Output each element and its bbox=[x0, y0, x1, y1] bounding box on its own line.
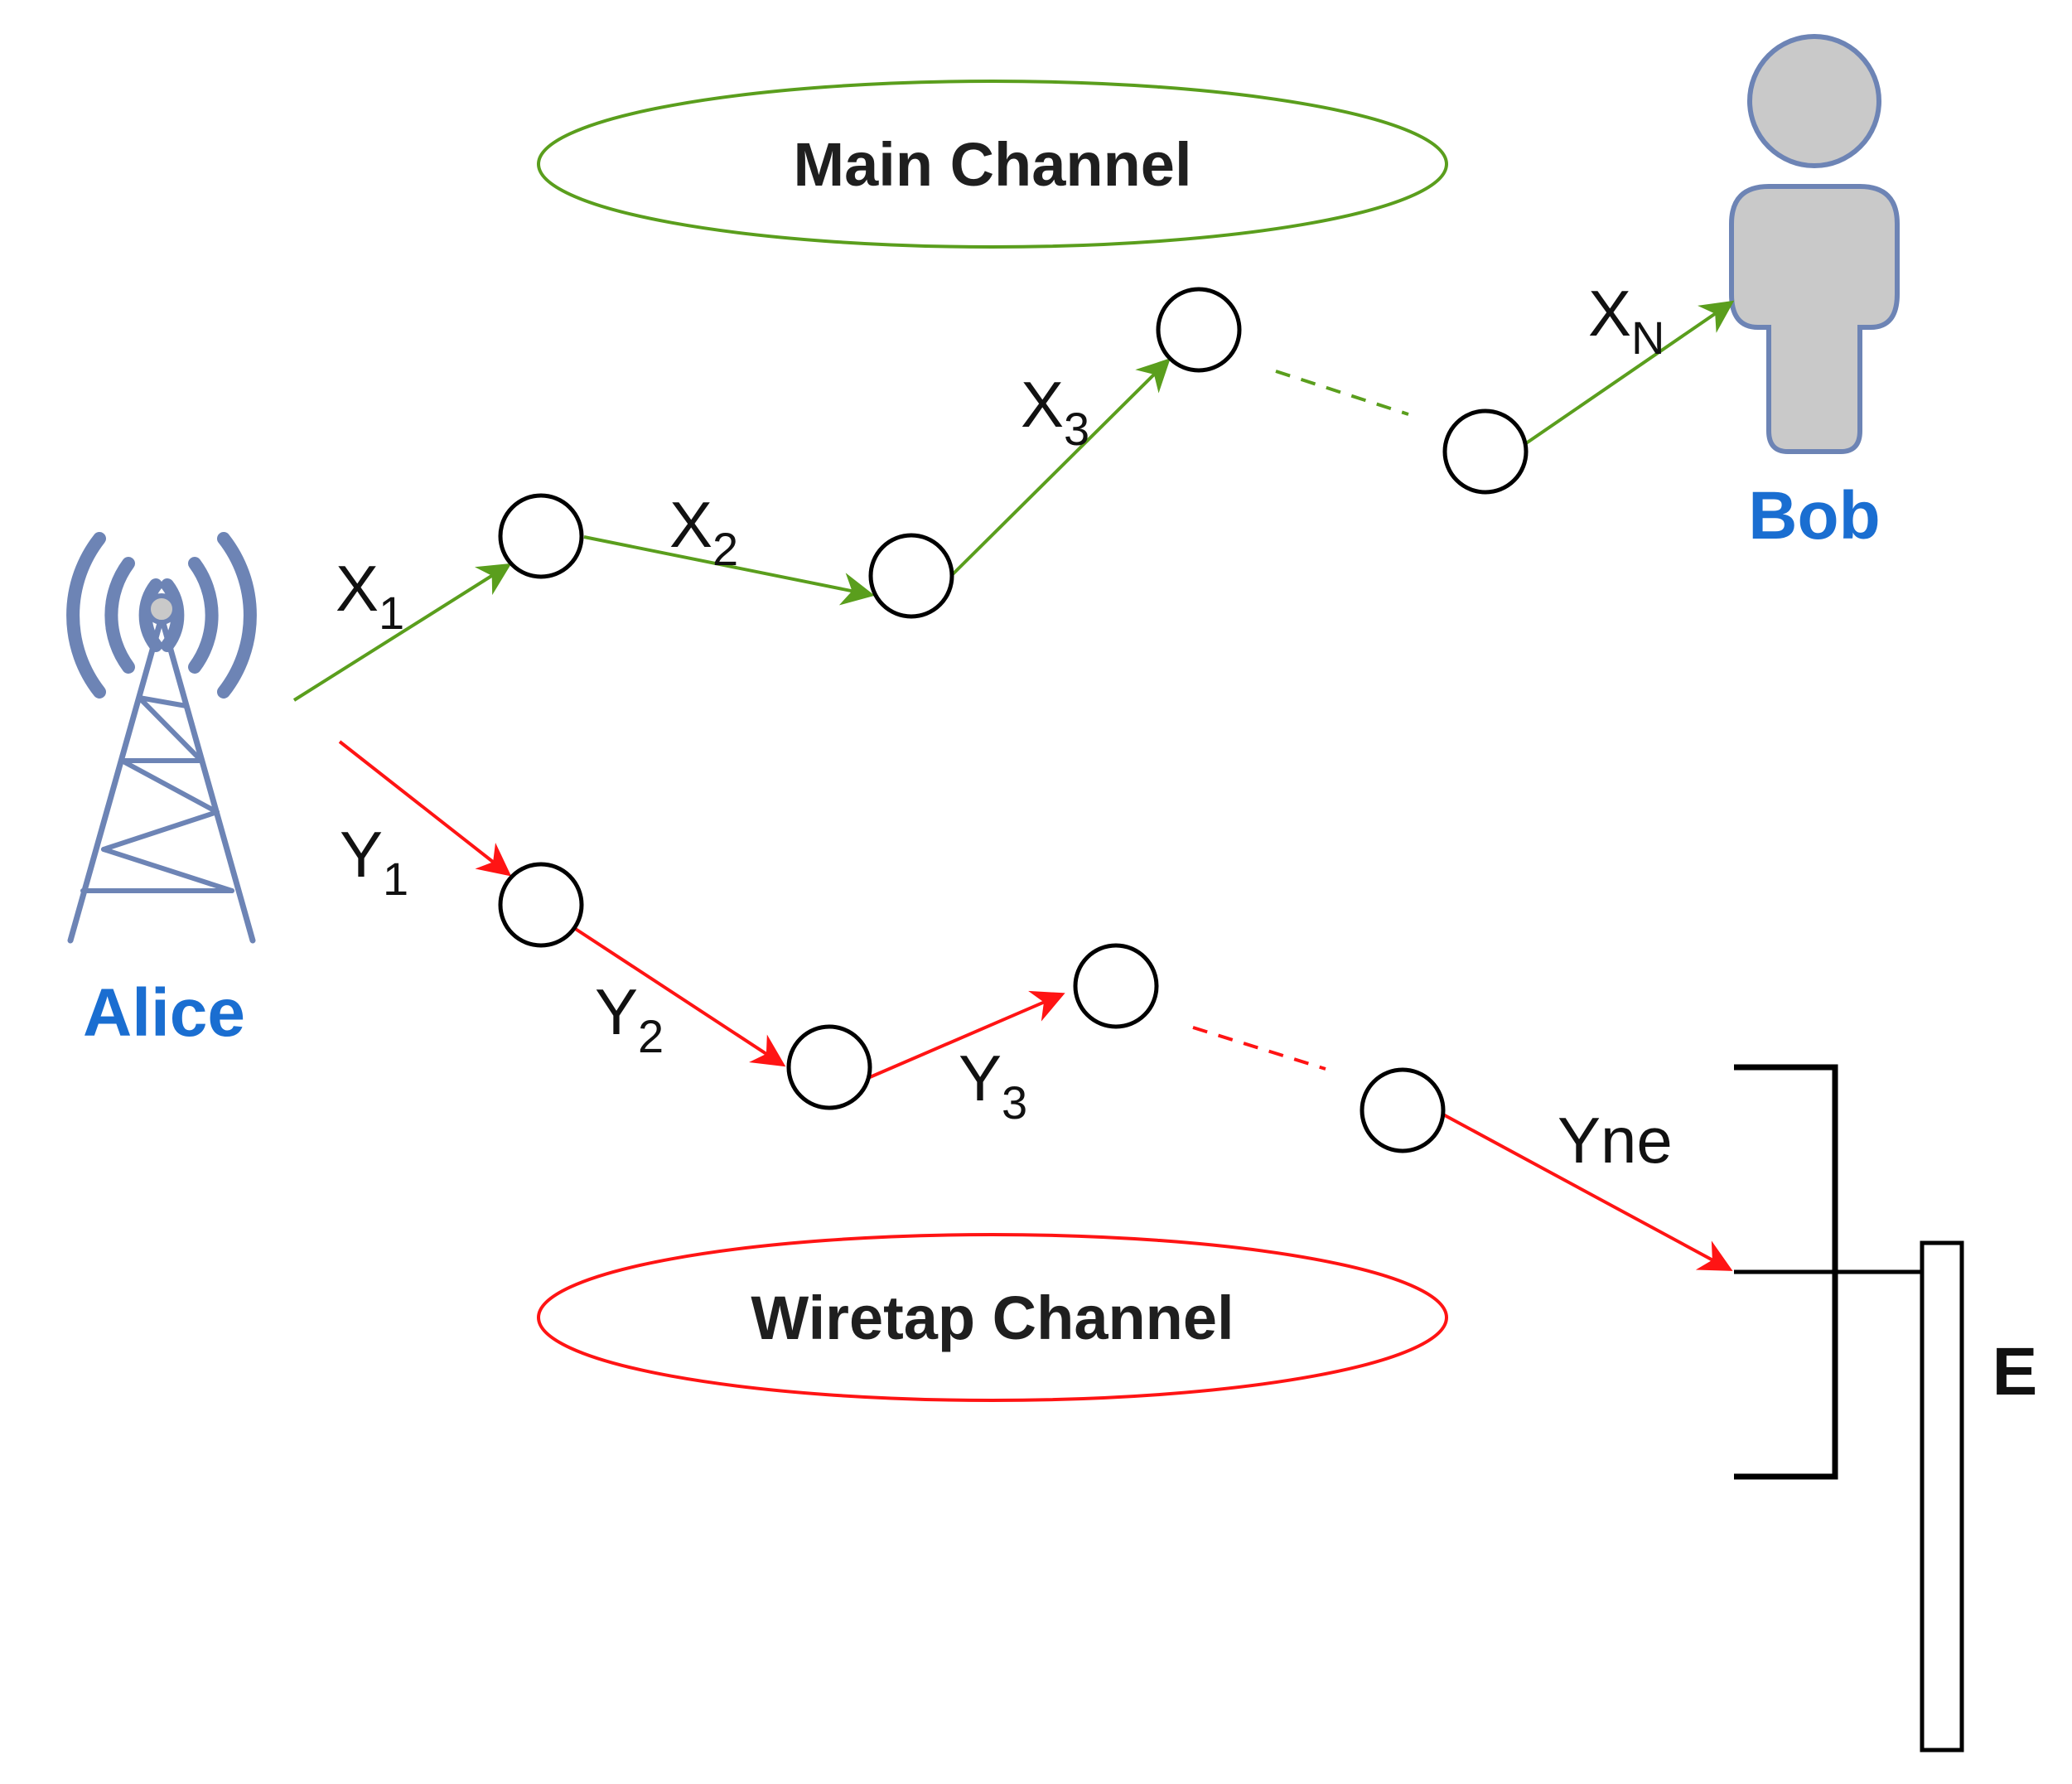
label-y2: Y2 bbox=[595, 975, 664, 1062]
label-x2: X2 bbox=[669, 488, 738, 575]
radio-tower-icon bbox=[66, 532, 257, 944]
wiretap-channel-links bbox=[338, 740, 1733, 1271]
label-base: Y bbox=[959, 1042, 1002, 1114]
link-dashed-wiretap bbox=[1192, 1026, 1326, 1071]
wiretap-channel-ellipse: Wiretap Channel bbox=[537, 1233, 1448, 1402]
relay-node bbox=[1442, 409, 1529, 495]
label-subscript: 1 bbox=[379, 587, 404, 639]
link-x2 bbox=[583, 535, 875, 606]
relay-node bbox=[1156, 287, 1242, 373]
relay-node bbox=[786, 1024, 872, 1110]
label-base: Y bbox=[340, 818, 383, 891]
person-icon bbox=[1729, 34, 1900, 454]
label-subscript: 2 bbox=[712, 523, 738, 575]
link-dashed-main bbox=[1275, 370, 1409, 416]
link-y1 bbox=[338, 740, 512, 877]
link-yne bbox=[1442, 1113, 1733, 1271]
label-base: X bbox=[1021, 368, 1064, 441]
label-y3: Y3 bbox=[959, 1042, 1027, 1129]
label-subscript: N bbox=[1631, 312, 1664, 364]
label-base: X bbox=[336, 552, 379, 625]
main-channel-label: Main Channel bbox=[793, 130, 1191, 199]
eavesdropper-antenna-icon bbox=[1734, 1064, 1964, 1753]
eve-label: E bbox=[1992, 1334, 2038, 1409]
relay-node bbox=[1073, 943, 1159, 1029]
alice-label: Alice bbox=[83, 975, 245, 1051]
label-yne: Yne bbox=[1558, 1104, 1673, 1177]
relay-node bbox=[498, 493, 584, 579]
link-x1 bbox=[292, 563, 512, 702]
link-xn bbox=[1524, 300, 1735, 445]
link-y2 bbox=[570, 925, 786, 1067]
relay-node bbox=[1360, 1067, 1446, 1153]
label-y1: Y1 bbox=[340, 818, 408, 905]
wiretap-channel-label: Wiretap Channel bbox=[751, 1284, 1234, 1352]
label-xn: XN bbox=[1588, 277, 1664, 364]
bob-label: Bob bbox=[1748, 478, 1880, 554]
label-subscript: 2 bbox=[638, 1010, 664, 1062]
label-base: Y bbox=[595, 975, 638, 1048]
label-base: X bbox=[669, 488, 712, 561]
label-subscript: 1 bbox=[383, 853, 408, 905]
label-subscript: 3 bbox=[1064, 403, 1089, 455]
label-x1: X1 bbox=[336, 552, 404, 639]
label-subscript: 3 bbox=[1002, 1076, 1027, 1129]
relay-node bbox=[498, 862, 584, 948]
label-base: X bbox=[1588, 277, 1631, 350]
link-labels: X1 X2 X3 XN Y1 Y2 Y3 Yne bbox=[336, 277, 1673, 1177]
link-x3 bbox=[951, 358, 1171, 576]
main-channel-links bbox=[292, 300, 1735, 702]
relay-nodes bbox=[498, 287, 1529, 1153]
relay-node bbox=[868, 533, 954, 619]
label-x3: X3 bbox=[1021, 368, 1089, 455]
main-channel-ellipse: Main Channel bbox=[537, 80, 1448, 249]
link-y3 bbox=[869, 990, 1065, 1079]
